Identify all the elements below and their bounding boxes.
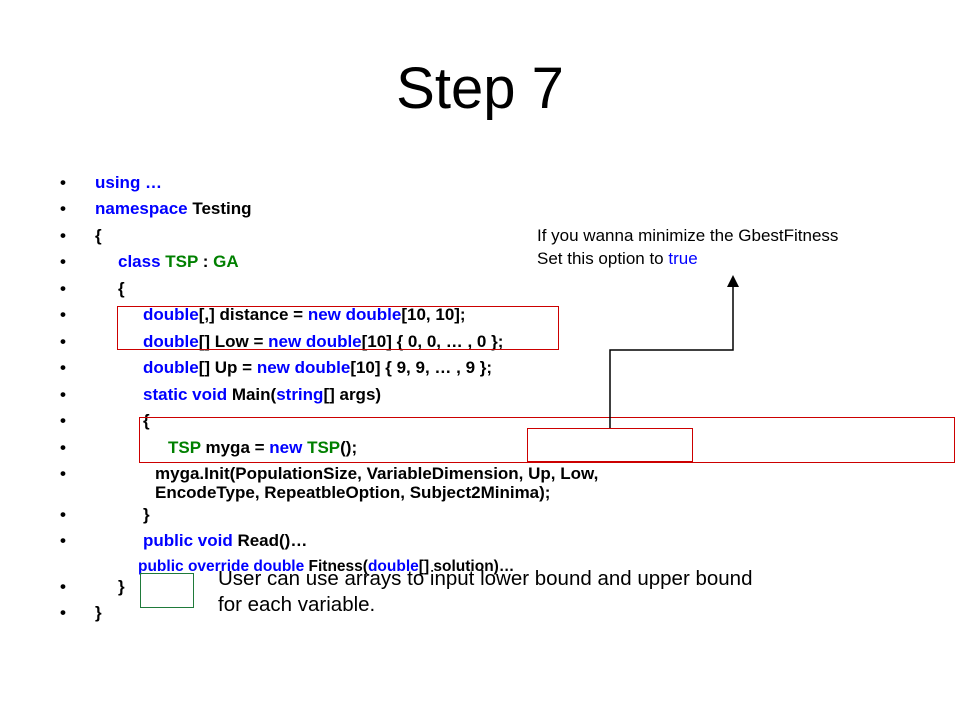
code-token: { xyxy=(118,279,125,298)
code-token: Read()… xyxy=(237,531,308,550)
code-line-text: class TSP : GA xyxy=(118,249,239,276)
slide-title: Step 7 xyxy=(396,56,564,121)
code-token: : xyxy=(198,252,214,271)
code-line-text: EncodeType, RepeatbleOption, Subject2Min… xyxy=(155,480,550,507)
init-highlight-box xyxy=(139,417,955,463)
code-token: [] solution)… xyxy=(418,558,515,575)
code-line-text: public void Read()… xyxy=(143,528,307,555)
code-token: TSP xyxy=(165,252,199,271)
bullet-icon: • xyxy=(60,603,66,622)
code-token: { xyxy=(95,226,102,245)
code-token: [10] { 9, 9, … , 9 }; xyxy=(350,358,493,377)
bullet-icon: • xyxy=(60,199,66,218)
bullet-icon: • xyxy=(60,464,66,483)
code-token: [10, 10]; xyxy=(401,305,466,324)
annotation-bounds-line1: User can use arrays to input lower bound… xyxy=(218,567,753,590)
code-line-text: { xyxy=(95,223,102,250)
code-line-text: myga.Init(PopulationSize, VariableDimens… xyxy=(155,461,598,488)
annotation-minimize-line1: If you wanna minimize the GbestFitness xyxy=(537,226,839,245)
code-line-text: TSP myga = new TSP(); xyxy=(168,435,357,462)
annotation-bounds: User can use arrays to input lower bound… xyxy=(218,566,752,618)
code-token: (); xyxy=(340,438,358,457)
bullet-icon: • xyxy=(60,173,66,192)
code-line-text: double[,] distance = new double[10, 10]; xyxy=(143,302,466,329)
code-token: public override double xyxy=(138,558,309,575)
bullet-icon: • xyxy=(60,358,66,377)
code-line-text: { xyxy=(118,276,125,303)
code-line-text: } xyxy=(95,600,102,627)
code-token: new double xyxy=(256,358,351,377)
arrays-highlight-box xyxy=(117,306,559,350)
code-line-text: static void Main(string[] args) xyxy=(143,382,381,409)
code-token: public void xyxy=(143,531,238,550)
bullet-icon: • xyxy=(60,332,66,351)
code-token: [] Low = xyxy=(198,332,269,351)
arrow-head-icon xyxy=(727,275,739,287)
code-line-text: using … xyxy=(95,170,162,197)
bullet-icon: • xyxy=(60,577,66,596)
bullet-icon: • xyxy=(60,252,66,271)
code-line-text: namespace Testing xyxy=(95,196,252,223)
code-token: namespace xyxy=(95,199,193,218)
code-token: new double xyxy=(268,332,362,351)
code-token: new xyxy=(269,438,308,457)
code-token: EncodeType, RepeatbleOption, Subject2Min… xyxy=(155,483,551,502)
code-listing: • using … • namespace Testing • { • class TSP :… xyxy=(60,170,760,630)
code-token: } xyxy=(95,603,102,622)
code-line-text: { xyxy=(143,408,150,435)
annotation-minimize-prefix: Set this option to xyxy=(537,249,669,268)
code-line-text: double[] Low = new double[10] { 0, 0, … … xyxy=(143,329,503,356)
annotation-bounds-line2: for each variable. xyxy=(218,593,376,616)
code-token: Main( xyxy=(231,385,277,404)
code-token: } xyxy=(118,577,125,596)
subject2minima-highlight-box xyxy=(527,428,693,462)
code-token: new double xyxy=(307,305,402,324)
code-token: using … xyxy=(95,173,163,192)
bullet-icon: • xyxy=(60,385,66,404)
code-token: double xyxy=(143,358,199,377)
code-token: } xyxy=(143,505,150,524)
code-token: double xyxy=(367,558,419,575)
code-token: [] args) xyxy=(323,385,382,404)
code-token: { xyxy=(143,411,150,430)
code-line-text: double[] Up = new double[10] { 9, 9, … ,… xyxy=(143,355,492,382)
code-token: double xyxy=(143,305,199,324)
code-token: [10] { 0, 0, … , 0 }; xyxy=(361,332,504,351)
bullet-icon: • xyxy=(60,226,66,245)
annotation-true-value: true xyxy=(668,249,698,268)
code-token: class xyxy=(118,252,166,271)
code-line-text: } xyxy=(143,502,150,529)
bullet-icon: • xyxy=(60,438,66,457)
code-token: double xyxy=(143,332,199,351)
code-token: string xyxy=(276,385,324,404)
code-token: TSP xyxy=(307,438,341,457)
code-token: Fitness( xyxy=(308,558,368,575)
code-token: static void xyxy=(143,385,232,404)
code-line-text: } xyxy=(118,574,125,601)
annotation-minimize: If you wanna minimize the GbestFitness S… xyxy=(537,224,838,270)
annotation-minimize-line2: Set this option to true xyxy=(537,247,838,270)
legend-swatch-box xyxy=(140,573,194,608)
code-line-text: public override double Fitness(double[] … xyxy=(138,554,514,581)
code-token: myga = xyxy=(200,438,270,457)
bullet-icon: • xyxy=(60,531,66,550)
code-token: Testing xyxy=(192,199,252,218)
code-token: myga.Init(PopulationSize, VariableDimens… xyxy=(155,464,599,483)
bullet-icon: • xyxy=(60,505,66,524)
code-token: [] Up = xyxy=(198,358,257,377)
bullet-icon: • xyxy=(60,411,66,430)
bullet-icon: • xyxy=(60,305,66,324)
bullet-icon: • xyxy=(60,279,66,298)
code-token: [,] distance = xyxy=(198,305,308,324)
code-token: GA xyxy=(213,252,239,271)
code-token: TSP xyxy=(168,438,201,457)
